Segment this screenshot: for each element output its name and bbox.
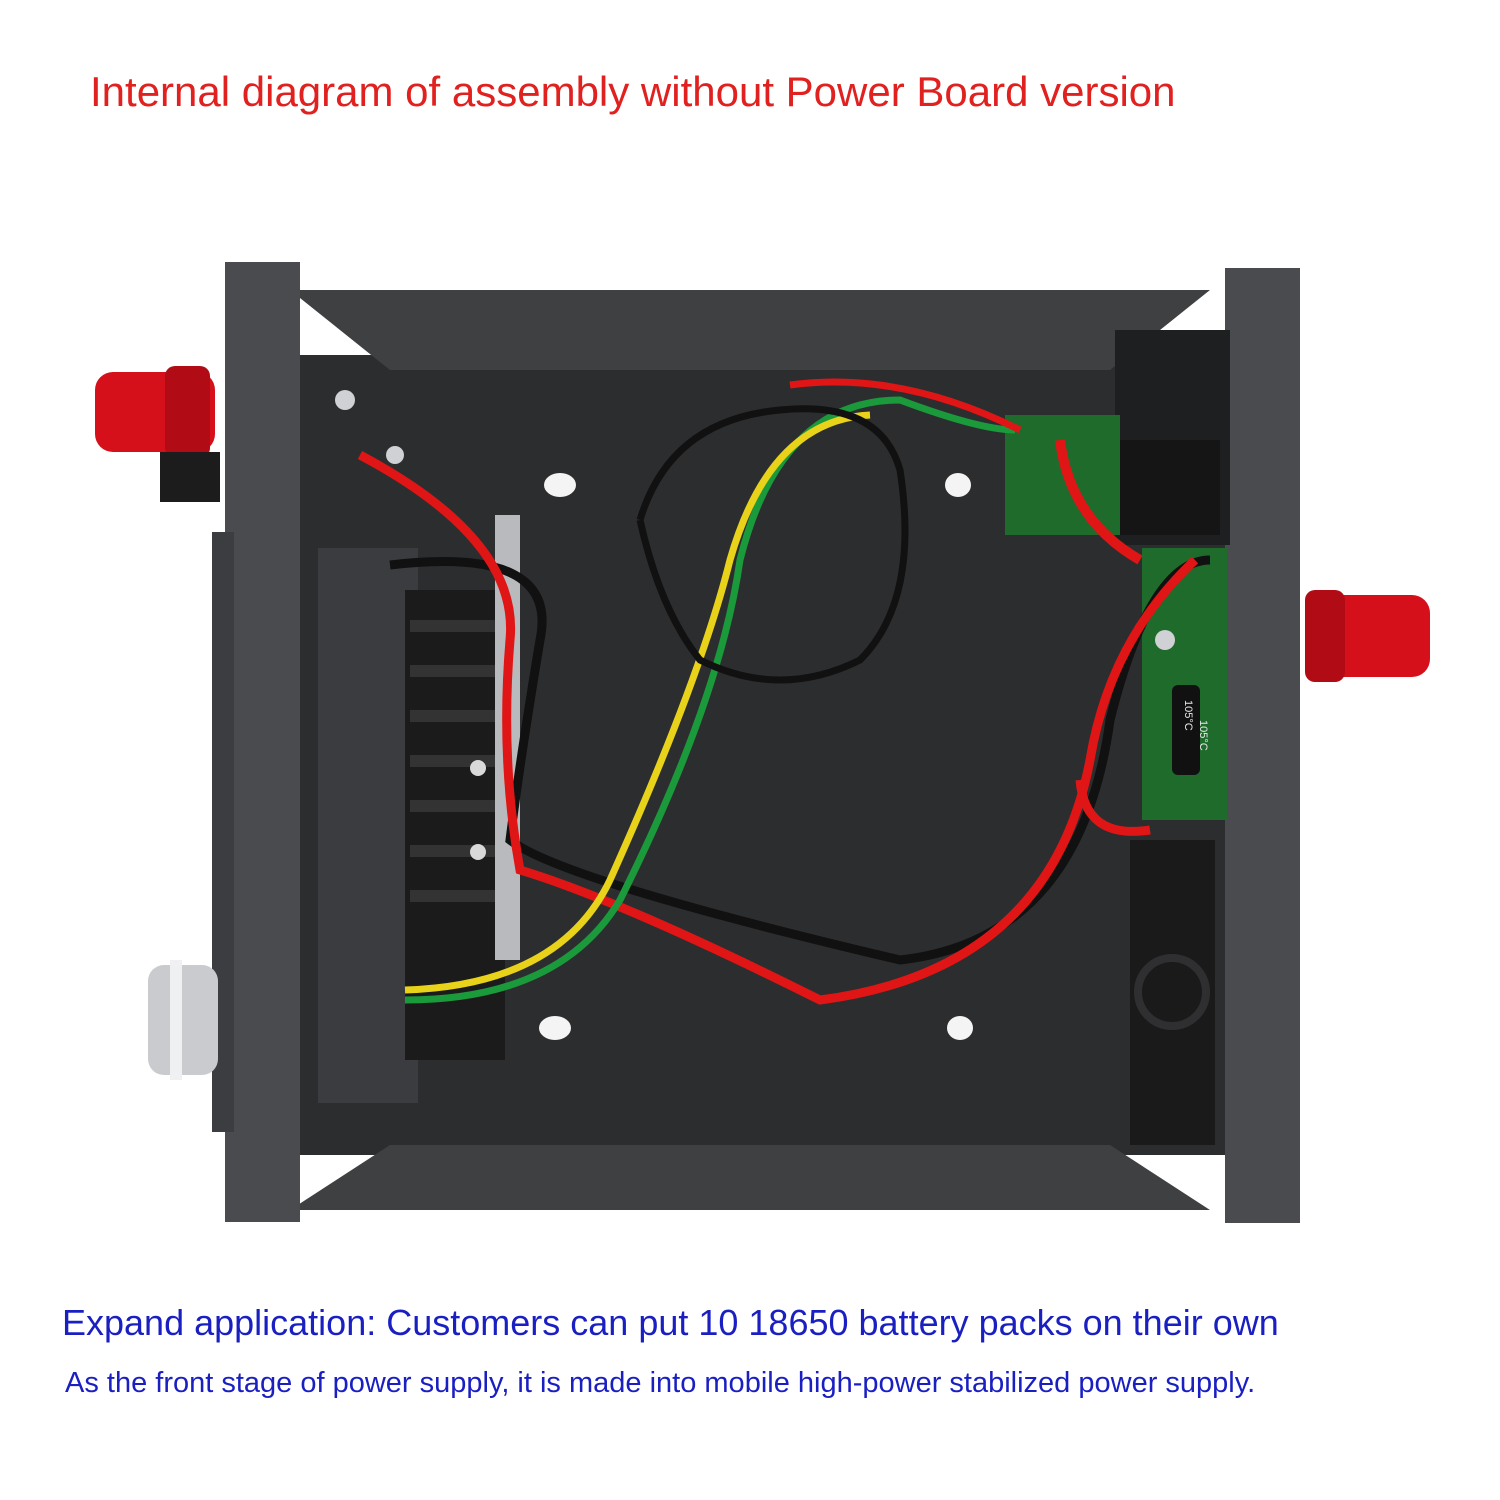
caption-main: Expand application: Customers can put 10… (62, 1302, 1279, 1343)
screw (386, 446, 404, 464)
caption-sub: As the front stage of power supply, it i… (65, 1367, 1256, 1399)
left-wall (225, 262, 300, 1222)
mounting-hole (945, 473, 971, 497)
chrome-knob (148, 960, 218, 1080)
mounting-hole (947, 1016, 973, 1040)
board-mark: 105°C (1182, 700, 1194, 731)
wire-red (789, 378, 1022, 434)
wire-red (357, 451, 1199, 1005)
screw (335, 390, 355, 410)
wire-black (389, 555, 1211, 965)
enclosure-photo: 105°C 105°C (95, 262, 1430, 1223)
pcb-regulator (1142, 548, 1227, 820)
screw (1155, 630, 1175, 650)
red-binding-post-left (95, 366, 220, 502)
page-title: Internal diagram of assembly without Pow… (90, 68, 1176, 115)
wire-green (404, 396, 1016, 1004)
heat-sink-module (318, 515, 520, 1103)
red-binding-post-right (1305, 590, 1430, 682)
board-mark: 105°C (1197, 720, 1209, 751)
wire-yellow (404, 411, 871, 994)
wire-red (1055, 439, 1143, 565)
wire-black (636, 405, 909, 684)
pcb-small (1005, 415, 1120, 535)
rocker-switch (1120, 440, 1220, 535)
mounting-hole (544, 473, 576, 497)
wire-red (1075, 779, 1151, 836)
mounting-hole (539, 1016, 571, 1040)
right-wall (1225, 268, 1300, 1223)
cooling-fan (1130, 840, 1215, 1145)
